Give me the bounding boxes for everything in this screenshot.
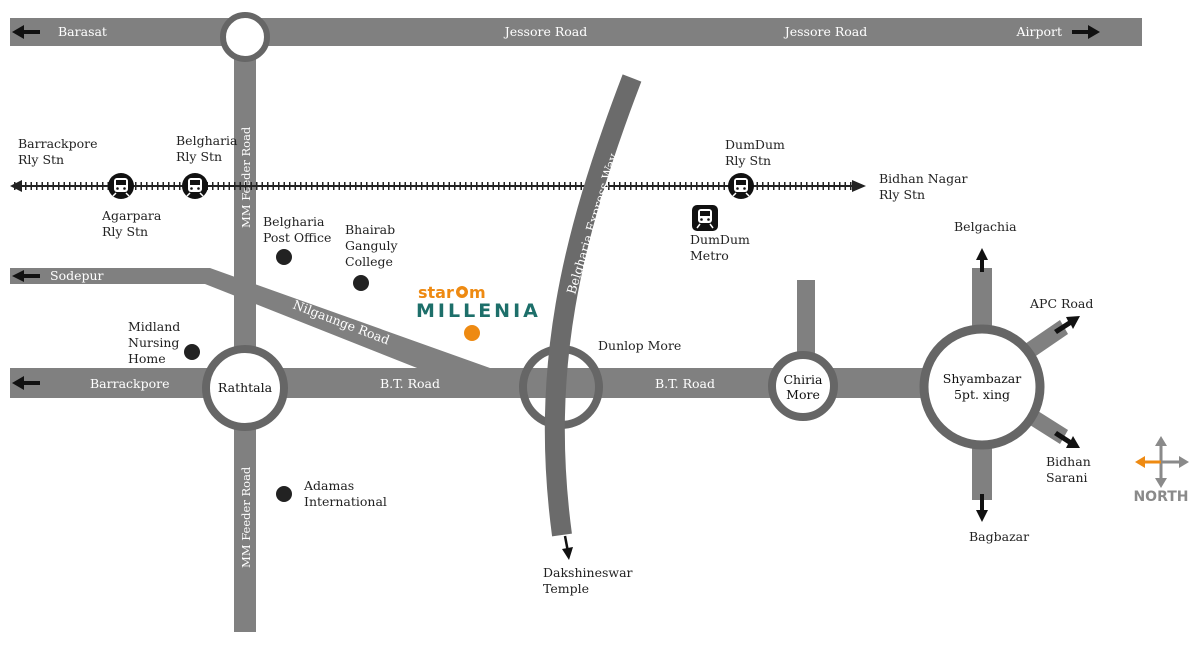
sodepur-label: Sodepur [50,268,104,283]
bt-road-label: B.T. Road [655,376,715,391]
place-label-dakshineswar: Dakshineswar Temple [543,565,633,596]
junction-ring [220,12,270,62]
svg-text:Bhairab: Bhairab [345,222,395,237]
location-dot-icon [353,275,369,291]
svg-text:Chiria: Chiria [783,372,823,387]
shyambazar-label: Shyambazar 5pt. xing [943,371,1021,402]
compass-icon [1135,436,1189,488]
arrow-icon [12,376,40,390]
rathtala-label: Rathtala [218,380,273,395]
place-label-bidhan-sarani: Bidhan Sarani [1046,454,1091,485]
svg-text:Dakshineswar: Dakshineswar [543,565,633,580]
jessore-road [10,18,1142,46]
svg-text:Metro: Metro [690,248,729,263]
arrow-icon [562,535,573,560]
place-label-dunlop: Dunlop More [598,338,681,353]
place-label-adamas: Adamas International [303,478,387,509]
svg-text:Agarpara: Agarpara [101,208,162,223]
chiria-label: Chiria More [783,372,823,402]
train-icon [107,172,135,200]
arrow-icon [12,25,40,39]
svg-text:Ganguly: Ganguly [345,238,399,253]
svg-text:Barrackpore: Barrackpore [18,136,98,151]
svg-text:International: International [304,494,387,509]
svg-text:DumDum: DumDum [725,137,785,152]
station-label-dumdum: DumDum Rly Stn [725,137,785,168]
bagbazar-road [972,438,992,500]
place-label-belgharia-po: Belgharia Post Office [263,214,331,245]
svg-text:5pt. xing: 5pt. xing [954,387,1010,402]
station-label-agarpara: Agarpara Rly Stn [101,208,162,239]
train-icon [181,172,209,200]
station-label-barrackpore: Barrackpore Rly Stn [18,136,98,167]
arrow-icon [976,248,988,272]
svg-text:Sarani: Sarani [1046,470,1088,485]
svg-text:MILLENIA: MILLENIA [416,300,541,322]
svg-text:star: star [418,283,454,302]
location-dot-icon [184,344,200,360]
jessore-road-label: Jessore Road [503,24,588,39]
svg-text:Shyambazar: Shyambazar [943,371,1021,386]
svg-text:College: College [345,254,393,269]
arrow-icon [1054,316,1080,334]
station-label-dumdum-metro: DumDum Metro [690,232,750,263]
svg-text:Belgharia: Belgharia [263,214,325,229]
metro-icon [692,205,718,231]
rathtala-junction [202,345,288,431]
svg-text:Rly Stn: Rly Stn [176,149,222,164]
mm-feeder-road-label: MM Feeder Road [239,126,253,228]
arrow-icon [1054,431,1080,448]
svg-text:Rly Stn: Rly Stn [102,224,148,239]
compass-label: NORTH [1133,489,1188,505]
svg-text:Post Office: Post Office [263,230,331,245]
place-label-apc: APC Road [1029,296,1093,311]
svg-text:Home: Home [128,351,166,366]
airport-label: Airport [1015,24,1062,39]
svg-text:Rly Stn: Rly Stn [725,153,771,168]
arrow-icon [10,180,22,192]
place-label-bhairab: Bhairab Ganguly College [345,222,399,269]
svg-text:m: m [469,283,486,302]
location-dot-icon [276,249,292,265]
station-label-bidhannagar: Bidhan Nagar Rly Stn [879,171,968,202]
arrow-icon [12,270,40,282]
barrackpore-label: Barrackpore [90,376,170,391]
svg-text:More: More [786,387,820,402]
place-label-belgachia: Belgachia [954,219,1017,234]
sun-icon [456,286,468,298]
svg-text:Rly Stn: Rly Stn [879,187,925,202]
jessore-road-label: Jessore Road [783,24,868,39]
station-label-belgharia: Belgharia Rly Stn [176,133,238,164]
svg-text:DumDum: DumDum [690,232,750,247]
chiria-junction [768,351,838,421]
place-label-midland: Midland Nursing Home [128,319,180,366]
svg-text:Bidhan: Bidhan [1046,454,1091,469]
location-dot-icon [276,486,292,502]
train-icon [727,172,755,200]
millenia-location-dot [464,325,480,341]
arrow-icon [1072,25,1100,39]
belgharia-expressway [544,74,642,537]
arrow-icon [852,180,866,192]
svg-text:Belgharia: Belgharia [176,133,238,148]
brand-logo: star m MILLENIA [416,283,541,322]
place-label-bagbazar: Bagbazar [969,529,1029,544]
svg-text:Nursing: Nursing [128,335,179,350]
arrow-icon [976,494,988,522]
barasat-label: Barasat [58,24,107,39]
mm-feeder-road-label: MM Feeder Road [239,466,253,568]
belgachia-road [972,268,992,338]
chiria-road [797,280,815,360]
bt-road-label: B.T. Road [380,376,440,391]
mm-feeder-road [234,30,256,632]
svg-text:Temple: Temple [543,581,589,596]
shyambazar-junction [919,324,1045,450]
svg-text:Adamas: Adamas [303,478,354,493]
svg-text:Bidhan Nagar: Bidhan Nagar [879,171,968,186]
svg-text:Midland: Midland [128,319,180,334]
svg-text:Rly Stn: Rly Stn [18,152,64,167]
